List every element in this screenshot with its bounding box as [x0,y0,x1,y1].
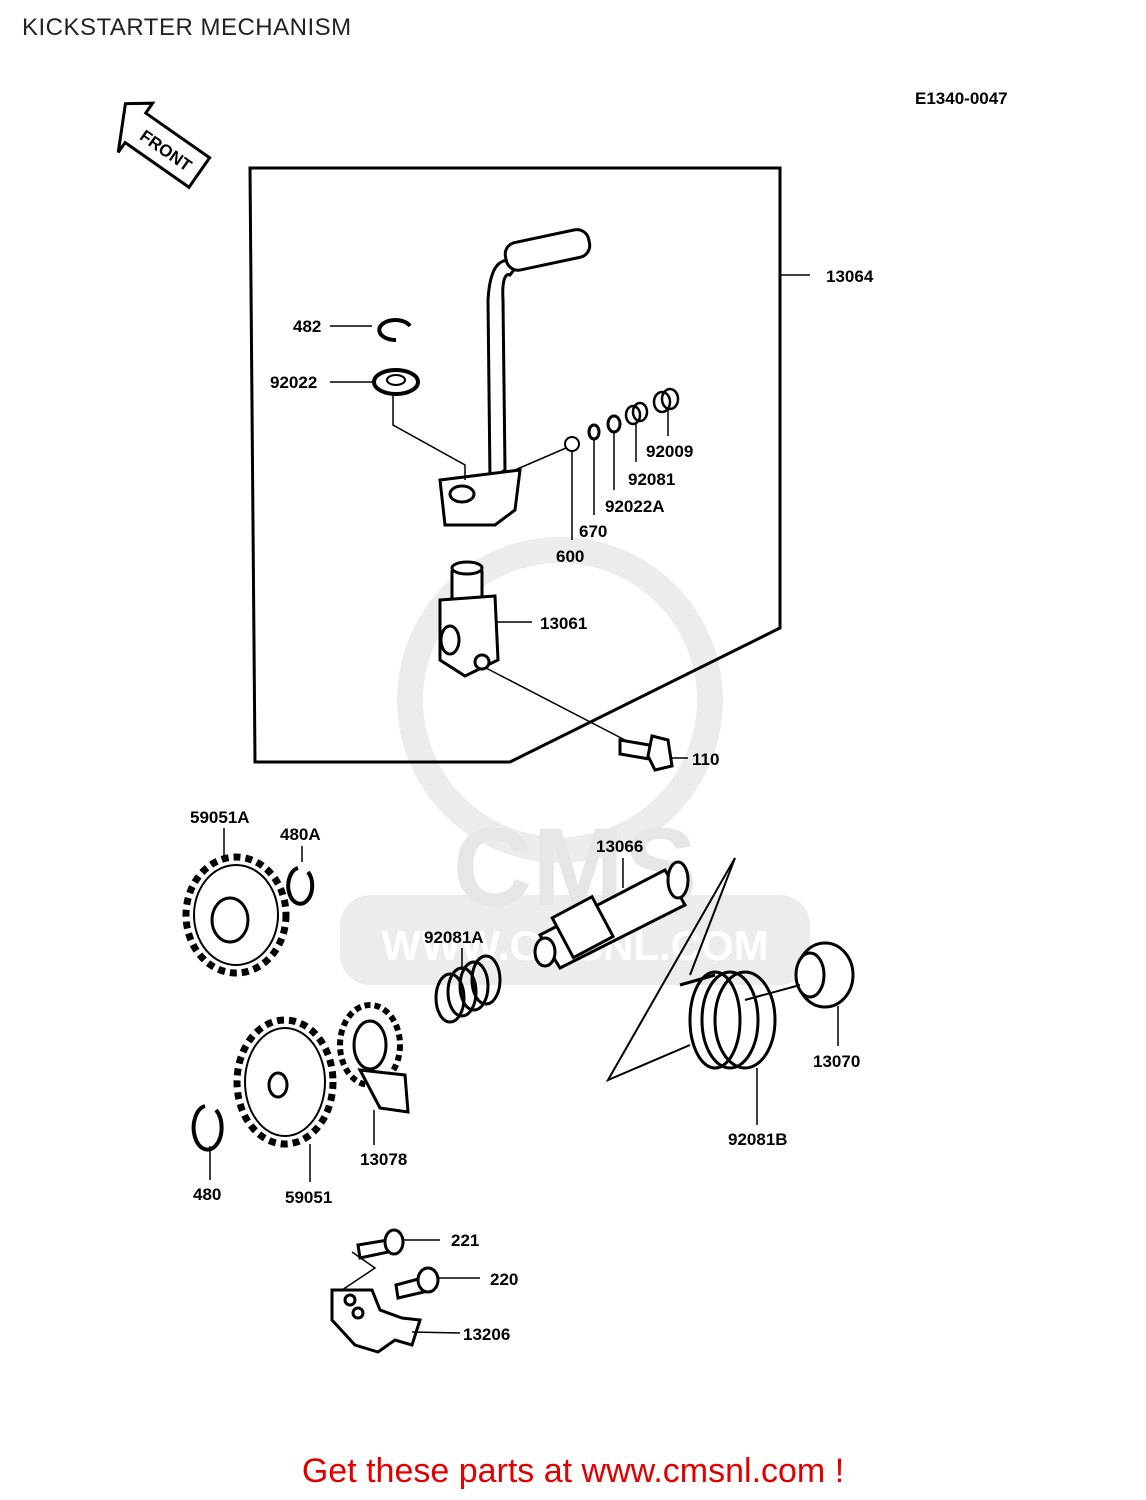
label-13064: 13064 [826,267,874,286]
kick-pedal-lever [438,228,592,527]
part-13206-plate [330,1288,422,1354]
part-600-ball [564,436,580,452]
part-92081b-spring [679,970,777,1070]
label-92081a: 92081A [424,928,484,947]
part-92081-spring [624,401,649,426]
part-59051a-gear [182,853,290,977]
front-arrow-icon: FRONT [116,101,212,190]
part-480-circlip [191,1104,224,1152]
footer-promo-link[interactable]: Get these parts at www.cmsnl.com ! [301,1452,845,1490]
label-92081b: 92081B [728,1130,788,1149]
part-13070-collar [794,941,855,1009]
label-13061: 13061 [540,614,587,633]
part-482-clip [377,318,412,343]
part-110-bolt [618,734,674,772]
label-670: 670 [579,522,607,541]
label-110: 110 [692,750,719,769]
part-220-screw [394,1266,440,1300]
label-221: 221 [451,1231,479,1250]
label-480: 480 [193,1185,221,1204]
label-92022a: 92022A [605,497,665,516]
label-59051: 59051 [285,1188,332,1207]
diagram-ref-code: E1340-0047 [915,89,1008,108]
label-92022: 92022 [270,373,317,392]
label-480a: 480A [280,825,321,844]
part-480a-circlip [286,866,315,906]
label-13206: 13206 [463,1325,510,1344]
part-13078-ratchet [337,1002,410,1114]
label-59051a: 59051A [190,808,250,827]
part-13061-boss [438,560,500,678]
label-92081: 92081 [628,470,675,489]
part-13066-shaft [533,860,690,970]
part-92009-spring [652,387,680,414]
part-670-washer [587,423,601,441]
label-13066: 13066 [596,837,643,856]
page-title: KICKSTARTER MECHANISM [22,14,352,41]
label-220: 220 [490,1270,518,1289]
part-59051-gear [233,1016,337,1148]
label-92009: 92009 [646,442,693,461]
assembly-box [248,166,782,764]
label-13078: 13078 [360,1150,407,1169]
label-600: 600 [556,547,584,566]
part-92022a-washer [606,414,622,434]
label-13070: 13070 [813,1052,860,1071]
label-482: 482 [293,317,321,336]
part-221-screw [356,1228,405,1260]
